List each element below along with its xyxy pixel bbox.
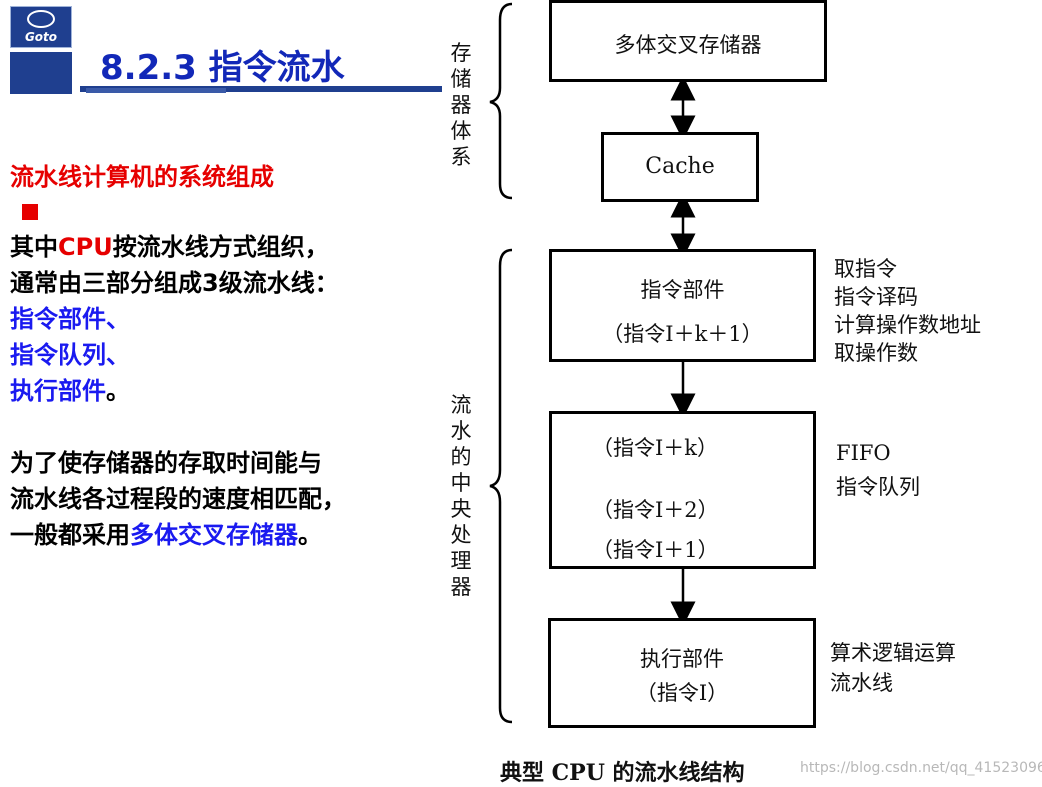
label-char: 器 bbox=[450, 575, 472, 599]
memory-group-brace bbox=[489, 2, 513, 200]
description-line: 取指令 bbox=[834, 257, 897, 281]
red-square-bullet-icon bbox=[22, 204, 38, 220]
list-item-instruction-queue: 指令队列、 bbox=[10, 341, 130, 369]
exec-unit-sub: （指令I） bbox=[635, 681, 729, 705]
label-char: 器 bbox=[450, 93, 472, 117]
label-char: 存 bbox=[450, 41, 472, 65]
section-heading: 流水线计算机的系统组成 bbox=[10, 163, 274, 191]
description-line: 指令队列 bbox=[836, 475, 920, 499]
label-char: 处 bbox=[450, 523, 472, 547]
text-fragment: 一般都采用 bbox=[10, 521, 130, 549]
list-item-fetch-unit: 指令部件、 bbox=[10, 305, 130, 333]
description-line: 取操作数 bbox=[834, 341, 918, 365]
list-item-exec-unit-line: 执行部件。 bbox=[10, 374, 130, 408]
label-char: 央 bbox=[450, 497, 472, 521]
paragraph-line-2: 通常由三部分组成3级流水线： bbox=[10, 269, 339, 297]
queue-entry-1: （指令I＋1） bbox=[592, 538, 719, 562]
queue-entry-2: （指令I＋2） bbox=[592, 498, 719, 522]
text-fragment: 按流水线方式组织， bbox=[112, 233, 329, 261]
exec-unit-name: 执行部件 bbox=[640, 647, 724, 671]
cache-box-label: Cache bbox=[645, 154, 715, 179]
fetch-unit-sub: （指令I＋k＋1） bbox=[602, 322, 763, 346]
queue-description: FIFO 指令队列 bbox=[836, 436, 920, 504]
cpu-group-label: 流 水 的 中 央 处 理 器 bbox=[448, 392, 474, 600]
fetch-unit-name: 指令部件 bbox=[640, 278, 725, 302]
label-char: 储 bbox=[450, 67, 472, 91]
label-char: 体 bbox=[450, 119, 472, 143]
paragraph-line-5: 一般都采用多体交叉存储器。 bbox=[10, 518, 322, 552]
logo-text: Goto bbox=[24, 30, 58, 44]
label-char: 中 bbox=[450, 471, 472, 495]
description-line: 算术逻辑运算 bbox=[830, 641, 956, 665]
label-char: 水 bbox=[450, 419, 472, 443]
cpu-group-brace bbox=[489, 248, 513, 724]
watermark: https://blog.csdn.net/qq_41523096 bbox=[800, 760, 1042, 776]
title-underline bbox=[80, 86, 442, 92]
queue-entry-k: （指令I＋k） bbox=[592, 436, 719, 460]
fetch-unit-description: 取指令 指令译码 计算操作数地址 取操作数 bbox=[834, 255, 981, 367]
interleaved-memory-box: 多体交叉存储器 bbox=[549, 0, 827, 82]
description-line: 指令译码 bbox=[834, 285, 918, 309]
description-line: FIFO bbox=[836, 441, 891, 465]
label-char: 系 bbox=[450, 145, 472, 169]
memory-group-label: 存 储 器 体 系 bbox=[448, 40, 474, 170]
instruction-queue-box: （指令I＋k） （指令I＋2） （指令I＋1） bbox=[549, 411, 816, 569]
paragraph-line-3: 为了使存储器的存取时间能与 bbox=[10, 449, 322, 477]
label-char: 流 bbox=[450, 393, 472, 417]
exec-unit-box: 执行部件 （指令I） bbox=[548, 618, 816, 728]
diagram-caption: 典型 CPU 的流水线结构 bbox=[500, 760, 745, 786]
label-char: 理 bbox=[450, 549, 472, 573]
list-item-exec-unit: 执行部件 bbox=[10, 377, 106, 405]
header-blue-block bbox=[10, 52, 72, 94]
fetch-unit-box: 指令部件 （指令I＋k＋1） bbox=[549, 249, 816, 362]
description-line: 流水线 bbox=[830, 671, 893, 695]
cache-box: Cache bbox=[601, 132, 759, 202]
memory-box-label: 多体交叉存储器 bbox=[614, 33, 762, 57]
goto-logo: Goto bbox=[10, 6, 72, 48]
globe-icon bbox=[27, 10, 55, 28]
paragraph-line-1: 其中CPU按流水线方式组织， bbox=[10, 230, 329, 264]
cpu-highlight: CPU bbox=[58, 233, 113, 261]
paragraph-line-4: 流水线各过程段的速度相匹配， bbox=[10, 485, 346, 513]
text-fragment: 其中 bbox=[10, 233, 58, 261]
description-line: 计算操作数地址 bbox=[834, 313, 981, 337]
text-fragment: 。 bbox=[298, 521, 322, 549]
label-char: 的 bbox=[450, 445, 472, 469]
interleaved-memory-highlight: 多体交叉存储器 bbox=[130, 521, 298, 549]
text-fragment: 。 bbox=[106, 377, 130, 405]
slide-title: 8.2.3 指令流水 bbox=[100, 48, 345, 88]
exec-unit-description: 算术逻辑运算 流水线 bbox=[830, 638, 956, 698]
title-underline-shadow bbox=[86, 88, 226, 93]
